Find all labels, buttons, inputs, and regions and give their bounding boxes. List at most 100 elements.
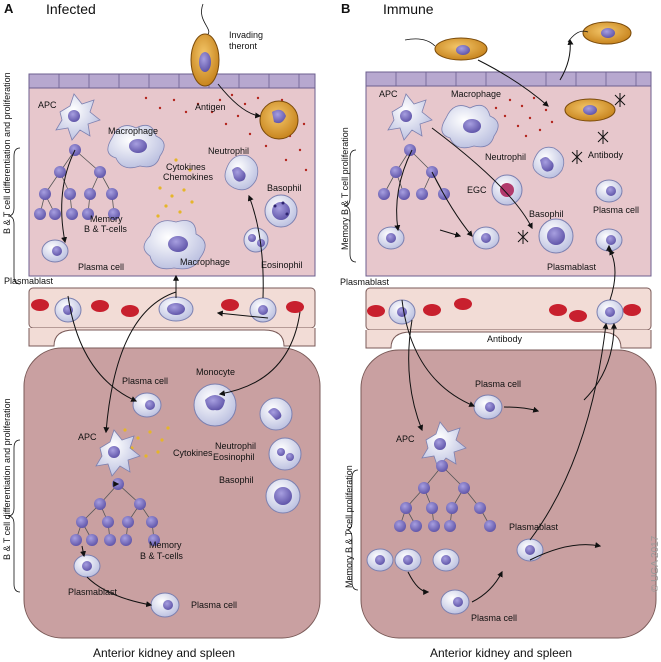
- side-label-a-bottom: B & T cell differentiation and prolifera…: [2, 398, 12, 560]
- plasmablast-kidney-a: [73, 554, 101, 578]
- invading-theront: [190, 3, 220, 87]
- neutrophil-top: [224, 154, 259, 191]
- kidney-spleen-b: [360, 349, 657, 639]
- arrows-b: [394, 38, 617, 603]
- label-cytokines: Cytokines: [166, 162, 206, 172]
- panel-b: B Immune: [340, 1, 657, 660]
- label-apc-kidney-b: APC: [396, 434, 415, 444]
- lymphocyte-tree-kidney-b: [399, 465, 491, 527]
- label-plasmablast-top-b: Plasmablast: [547, 262, 597, 272]
- macrophage-b: [441, 104, 499, 149]
- macrophage-top: [107, 124, 165, 169]
- basophil-b: [538, 218, 574, 254]
- plasma-cell-bottom-b: [440, 589, 470, 615]
- label-memory-top-1: Memory: [90, 214, 123, 224]
- label-macrophage-b: Macrophage: [451, 89, 501, 99]
- plasma-cell-top-b: [595, 179, 623, 252]
- label-neutrophil-b: Neutrophil: [485, 152, 526, 162]
- plasma-cell-top: [41, 239, 69, 263]
- copyright: © UGA 2017: [650, 535, 661, 592]
- vessel-cells-b: [388, 299, 624, 325]
- lymphocyte-tree-kidney-a: [75, 483, 155, 541]
- label-antibody-top-b: Antibody: [588, 150, 624, 160]
- label-egc: EGC: [467, 185, 487, 195]
- red-blood-cells-b: [367, 298, 641, 322]
- bracket-a-top: [7, 147, 21, 285]
- engulfed-parasite: [259, 100, 299, 140]
- apc-cell-kidney-a: [95, 429, 141, 477]
- label-plasma-cell-bottom-a: Plasma cell: [191, 600, 237, 610]
- panel-b-title: Immune: [383, 1, 434, 17]
- basophil-top: [264, 194, 298, 228]
- cytokine-dots-top: [156, 158, 194, 218]
- plasma-cell-kidney-a: [132, 392, 162, 418]
- parasites-b: [404, 21, 632, 122]
- bracket-b-bottom: [345, 469, 359, 591]
- lymphocytes-kidney-b: [366, 460, 544, 572]
- egc-b: [491, 174, 523, 206]
- label-memory-top-2: B & T-cells: [84, 224, 127, 234]
- label-basophil-kidney: Basophil: [219, 475, 254, 485]
- panel-a: A Infected Inv: [2, 1, 321, 660]
- label-memory-kidney-1: Memory: [149, 540, 182, 550]
- label-neutrophil-top: Neutrophil: [208, 146, 249, 156]
- label-eosinophil-kidney: Eosinophil: [213, 452, 255, 462]
- label-basophil: Basophil: [267, 183, 302, 193]
- bracket-a-bottom: [7, 439, 21, 593]
- lymphocytes-kidney-a: [70, 478, 160, 546]
- antigen-dots-b: [494, 96, 554, 138]
- panel-b-letter: B: [341, 1, 350, 16]
- granulocytes-kidney: [259, 397, 302, 514]
- label-plasmablast-vessel-a: Plasmablast: [4, 276, 54, 286]
- label-cytokines-kidney: Cytokines: [173, 448, 213, 458]
- lymphocyte-tree-top: [39, 149, 115, 215]
- label-eosinophil: Eosinophil: [261, 260, 303, 270]
- label-invading-theront-2: theront: [229, 41, 258, 51]
- label-plasma-cell-top-b: Plasma cell: [593, 205, 639, 215]
- epidermis-cells-b: [395, 72, 637, 86]
- side-label-b-bottom: Memory B & T cell proliferation: [344, 465, 354, 588]
- label-monocyte: Monocyte: [196, 367, 235, 377]
- neutrophil-b: [532, 146, 565, 179]
- macrophage-mid: [143, 220, 206, 270]
- epidermis-layer-b: [365, 71, 652, 87]
- label-plasma-cell-kidney-a: Plasma cell: [122, 376, 168, 386]
- label-apc-kidney-a: APC: [78, 432, 97, 442]
- plasma-cell-bottom-a: [150, 592, 180, 618]
- side-label-b-top: Memory B & T cell proliferation: [340, 127, 350, 250]
- label-apc-top: APC: [38, 100, 57, 110]
- monocyte: [193, 383, 237, 427]
- panel-a-title: Infected: [46, 1, 96, 17]
- label-plasmablast-kidney-b: Plasmablast: [509, 522, 559, 532]
- label-plasma-cell-bottom-b: Plasma cell: [471, 613, 517, 623]
- label-invading-theront-1: Invading: [229, 30, 263, 40]
- red-blood-cells-a: [31, 299, 304, 317]
- label-antibody-vessel: Antibody: [487, 334, 523, 344]
- epidermis-layer: [28, 73, 316, 89]
- footer-b: Anterior kidney and spleen: [430, 646, 572, 660]
- apc-cell-top: [55, 93, 101, 141]
- side-label-a-top: B & T cell differentiation and prolifera…: [2, 72, 12, 234]
- footer-a: Anterior kidney and spleen: [93, 646, 235, 660]
- vessel-connector-b: [365, 330, 652, 349]
- apc-cell-top-b: [387, 93, 433, 141]
- label-memory-kidney-2: B & T-cells: [140, 551, 183, 561]
- lymphocytes-top-b: [377, 144, 500, 250]
- vessel-connector-a: [28, 328, 316, 347]
- plasma-cell-kidney-b: [473, 394, 503, 420]
- label-chemokines: Chemokines: [163, 172, 214, 182]
- apc-cell-kidney-b: [421, 421, 467, 469]
- label-macrophage-top: Macrophage: [108, 126, 158, 136]
- lymphocytes-top: [34, 144, 120, 220]
- label-plasmablast-kidney-a: Plasmablast: [68, 587, 118, 597]
- vessel-cells-a: [54, 296, 277, 323]
- arrows-a: [61, 83, 301, 608]
- label-basophil-b: Basophil: [529, 209, 564, 219]
- label-plasma-cell-kidney-b: Plasma cell: [475, 379, 521, 389]
- label-plasmablast-vessel-b: Plasmablast: [340, 277, 390, 287]
- panel-a-letter: A: [4, 1, 14, 16]
- label-antigen: Antigen: [195, 102, 226, 112]
- label-macrophage-mid: Macrophage: [180, 257, 230, 267]
- eosinophil-top: [243, 227, 269, 253]
